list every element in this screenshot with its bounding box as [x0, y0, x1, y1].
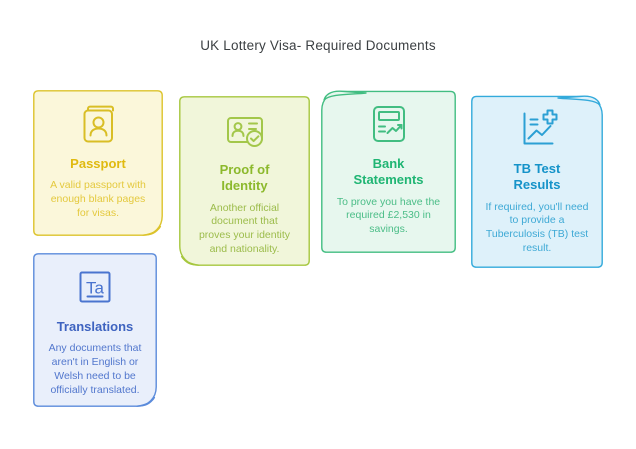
id-card-check-icon: [221, 106, 269, 154]
note-shape: [33, 253, 157, 407]
card-title: Proof of Identity: [219, 162, 270, 194]
note-shape: [33, 90, 163, 236]
card-description: To prove you have the required £2,530 in…: [336, 195, 441, 236]
card-title: Translations: [56, 319, 134, 334]
card-description: A valid passport with enough blank pages…: [50, 179, 146, 219]
svg-text:Ta: Ta: [86, 279, 105, 298]
card-description: If required, you'll need to provide a Tu…: [485, 200, 589, 255]
page-title: UK Lottery Visa- Required Documents: [200, 38, 436, 53]
translate-icon: Ta: [71, 263, 119, 311]
note-shape: [471, 95, 603, 268]
card-title: Bank Statements: [353, 156, 424, 188]
note-shape: [321, 90, 456, 253]
card-proof-of-identity: Proof of Identity Another official docum…: [179, 96, 310, 266]
bank-statement-chart-icon: [365, 100, 413, 148]
card-passport: Passport A valid passport with enough bl…: [33, 90, 163, 236]
card-title: TB Test Results: [513, 161, 561, 193]
card-translations: Ta Translations Any documents that aren'…: [33, 253, 157, 407]
card-description: Any documents that aren't in English or …: [48, 342, 142, 396]
card-bank-statements: Bank Statements To prove you have the re…: [321, 90, 456, 253]
card-title: Passport: [70, 156, 126, 171]
card-tb-test-results: TB Test Results If required, you'll need…: [471, 95, 603, 268]
note-shape: [179, 96, 310, 266]
passport-book-icon: [74, 100, 122, 148]
card-description: Another official document that proves yo…: [198, 201, 291, 256]
medical-chart-cross-icon: [513, 105, 561, 153]
